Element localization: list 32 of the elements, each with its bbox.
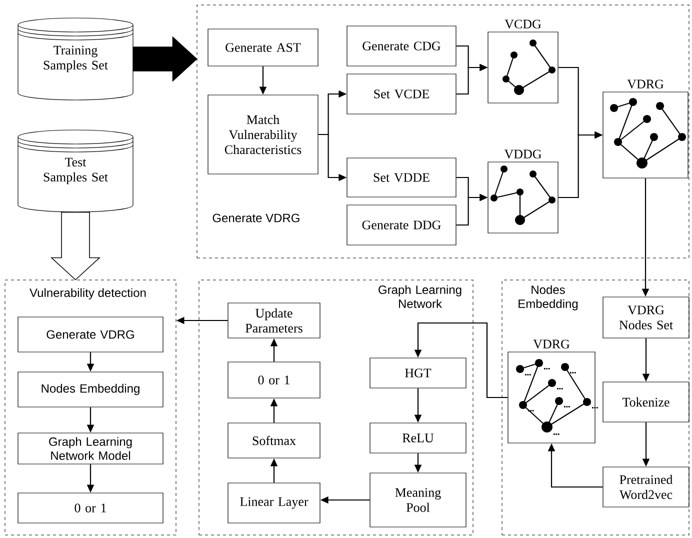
process-box: ReLU [370,422,466,454]
process-box: Tokenize [602,382,690,422]
process-box: Softmax [228,422,320,458]
group-title: Vulnerability detection [30,288,146,300]
process-box: Generate CDG [346,26,456,66]
process-box: Generate VDRG [18,316,164,352]
database-cylinder: Test Samples Set [18,130,134,212]
graph-title: VCDG [504,20,542,28]
graph-title: VDRG [533,340,570,348]
process-box: Linear Layer [228,482,320,524]
process-box: Nodes Embedding [18,372,164,408]
process-box: Set VDDE [346,158,456,198]
process-box: Graph Learning Network Model [18,432,164,464]
block-arrow [132,36,198,82]
process-box: Generate DDG [346,204,456,246]
process-box: VDRG Nodes Set [602,296,690,338]
database-cylinder: Training Samples Set [18,18,134,100]
process-box: Match Vulnerability Characteristics [208,94,318,174]
graph-title: VDRG [627,80,664,88]
group-title: Generate VDRG [212,214,300,222]
process-box: Generate AST [208,28,318,66]
process-box: 0 or 1 [228,362,320,398]
process-box: Set VCDE [346,74,456,114]
process-box: Pretrained Word2vec [602,466,690,508]
graph-title: VDDG [504,150,542,158]
process-box: 0 or 1 [18,492,164,524]
block-arrow [50,212,101,280]
process-box: Update Parameters [228,302,320,338]
process-box: Meaning Pool [370,472,466,528]
process-box: HGT [370,358,466,388]
group-title: Nodes Embedding [518,285,578,310]
group-title: Graph Learning Network [378,285,462,308]
